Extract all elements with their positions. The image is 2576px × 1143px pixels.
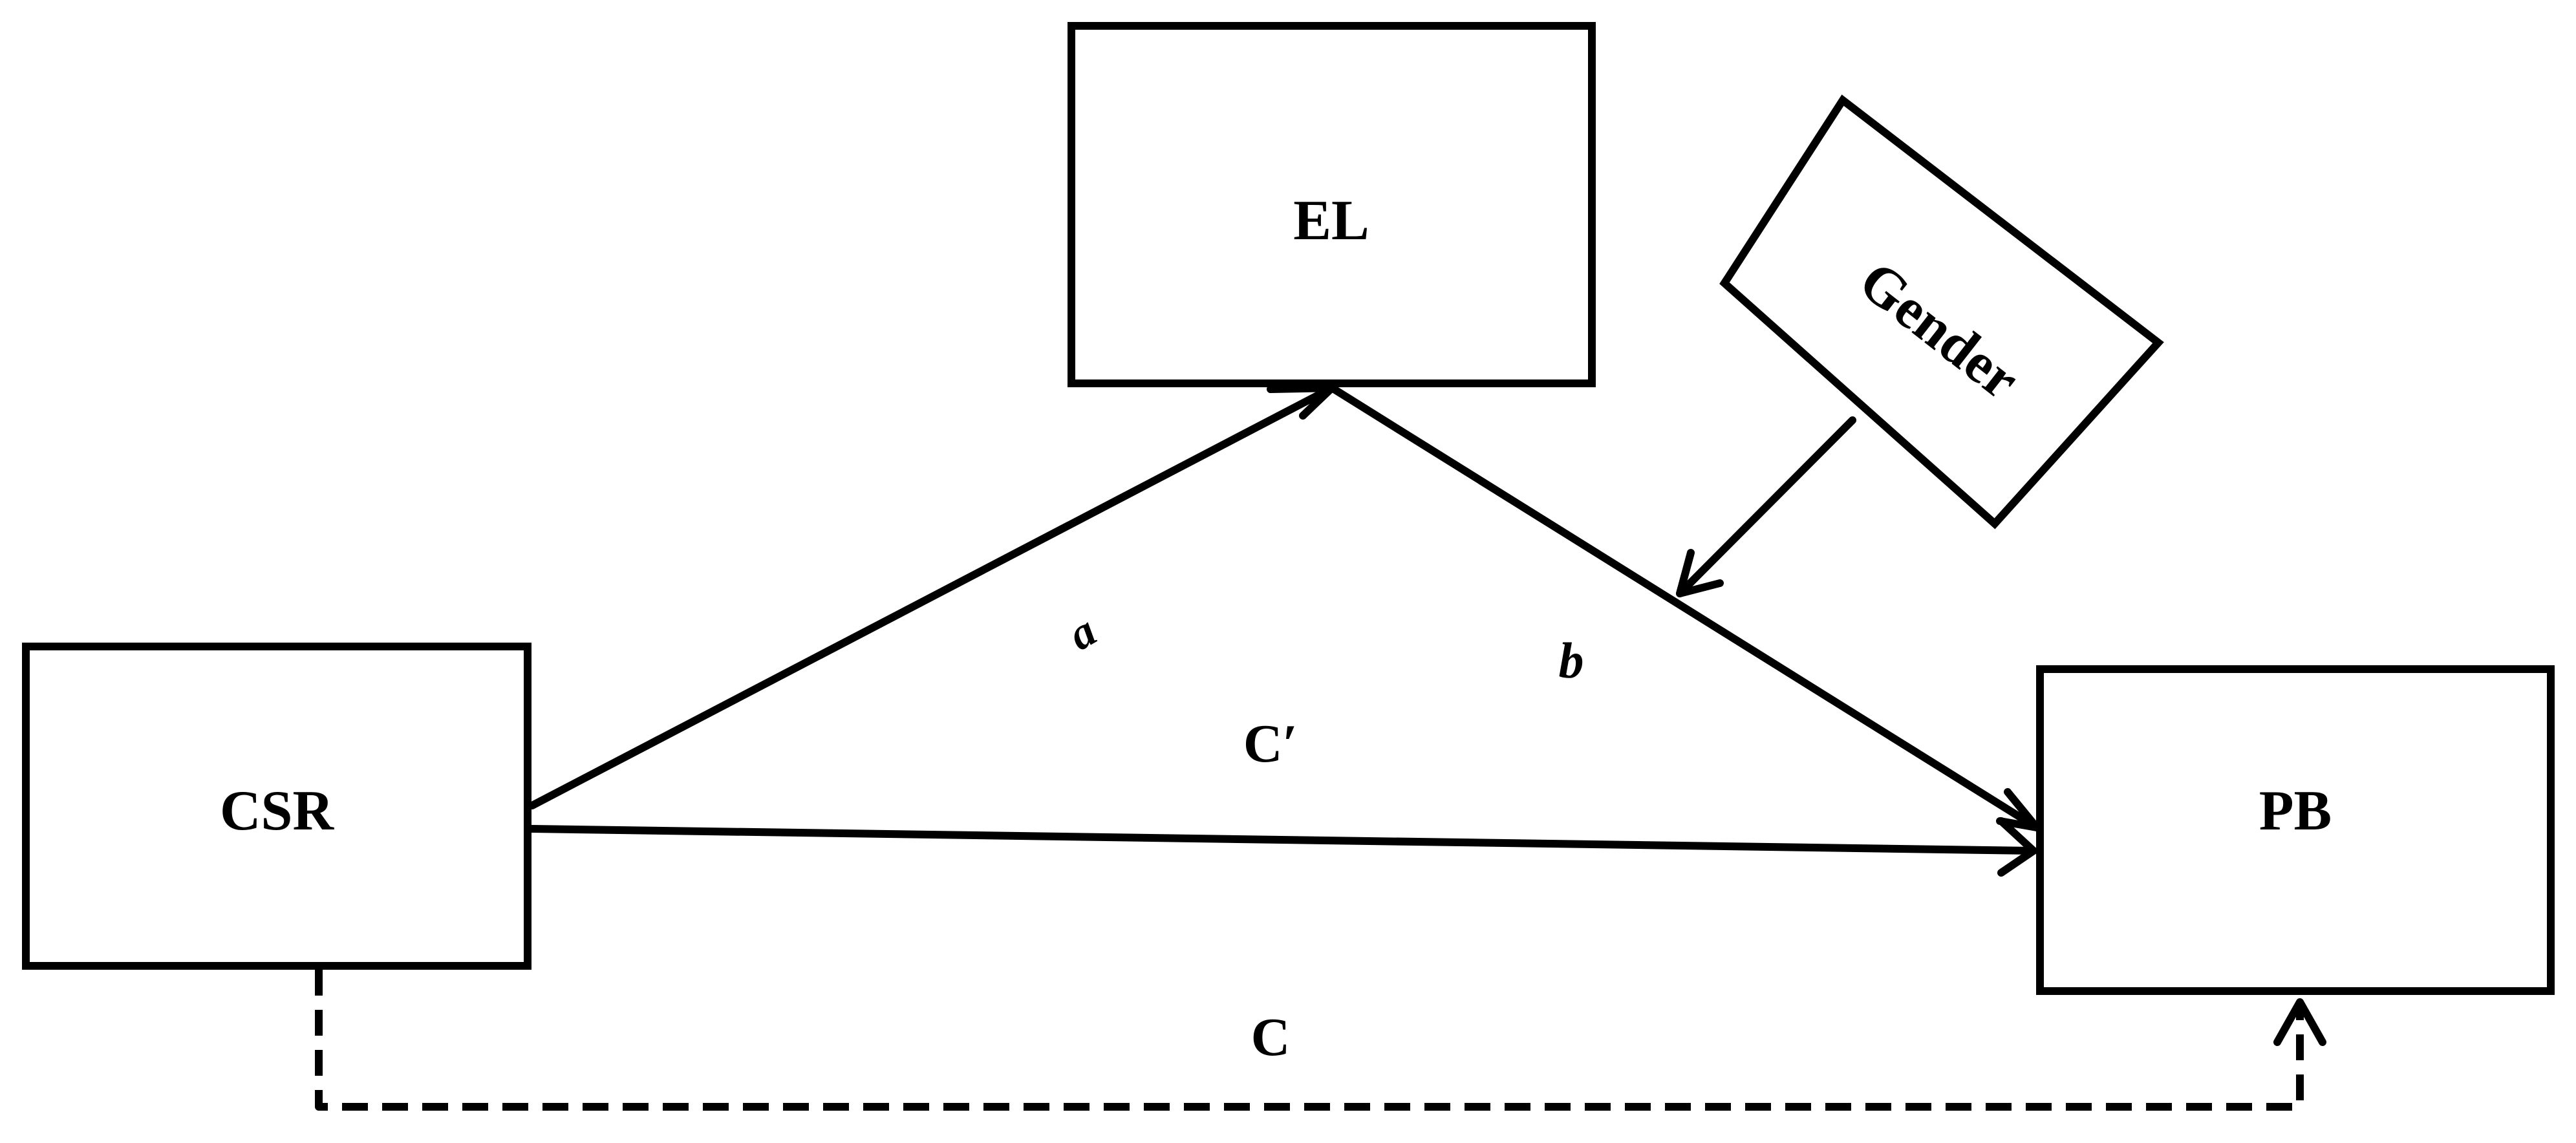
csr-label: CSR bbox=[220, 780, 334, 842]
path-b-label: b bbox=[1559, 632, 1584, 689]
path-a-arrow bbox=[528, 384, 1336, 809]
path-c-prime-label: C′ bbox=[1243, 714, 1298, 774]
csr-box bbox=[22, 643, 531, 970]
path-c-prime-arrow bbox=[528, 825, 2037, 855]
moderation-arrowhead bbox=[1676, 549, 1724, 597]
path-c-dashed-line bbox=[315, 970, 2304, 1111]
path-c-prime-arrowhead bbox=[1997, 817, 2037, 877]
moderation-arrow bbox=[1676, 416, 1856, 597]
pb-label: PB bbox=[2259, 780, 2332, 842]
path-b-arrow bbox=[1328, 384, 2041, 831]
gender-box bbox=[1719, 94, 2164, 529]
path-c-label: C bbox=[1251, 1007, 1291, 1067]
el-box bbox=[1068, 22, 1596, 387]
pb-box bbox=[2036, 665, 2555, 995]
el-label: EL bbox=[1293, 189, 1369, 252]
path-b-arrowhead bbox=[1996, 788, 2041, 831]
path-a-label: a bbox=[1060, 606, 1104, 660]
path-c-arrowhead bbox=[2273, 998, 2326, 1046]
